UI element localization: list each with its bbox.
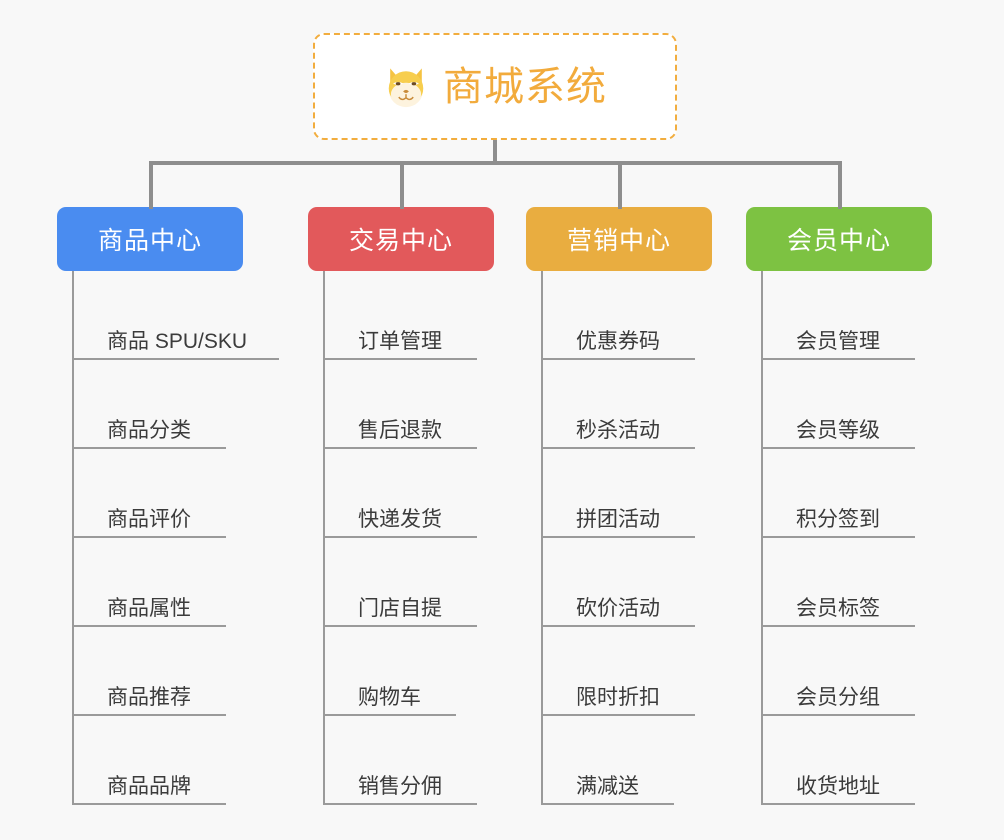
leaf-item-label: 门店自提: [358, 596, 442, 620]
leaf-item[interactable]: 会员标签: [763, 538, 932, 627]
leaf-item[interactable]: 拼团活动: [543, 449, 712, 538]
leaf-item[interactable]: 积分签到: [763, 449, 932, 538]
leaf-item-label: 秒杀活动: [576, 418, 660, 442]
leaf-item-underline: [74, 358, 279, 360]
leaf-item-underline: [543, 625, 695, 627]
leaf-item-underline: [763, 625, 915, 627]
leaf-item-label: 商品分类: [107, 418, 191, 442]
leaf-item-underline: [74, 447, 226, 449]
root-title: 商城系统: [443, 64, 607, 109]
leaf-item-underline: [543, 358, 695, 360]
leaf-item-underline: [543, 803, 674, 805]
leaf-item-label: 会员管理: [796, 329, 880, 353]
leaf-item-underline: [325, 625, 477, 627]
leaf-item-underline: [763, 714, 915, 716]
leaf-item-label: 满减送: [576, 774, 639, 798]
leaf-item[interactable]: 秒杀活动: [543, 360, 712, 449]
leaf-item-underline: [763, 536, 915, 538]
leaf-item-underline: [763, 447, 915, 449]
leaf-item[interactable]: 商品推荐: [74, 627, 243, 716]
leaf-item-label: 优惠券码: [576, 329, 660, 353]
leaf-item-underline: [74, 714, 226, 716]
leaf-item-label: 商品评价: [107, 507, 191, 531]
connector-drop-product-center: [149, 161, 153, 209]
leaf-item[interactable]: 会员分组: [763, 627, 932, 716]
leaf-item[interactable]: 商品分类: [74, 360, 243, 449]
leaf-item-label: 限时折扣: [576, 685, 660, 709]
branch-column-trade-center: 交易中心订单管理售后退款快递发货门店自提购物车销售分佣: [308, 207, 494, 805]
connector-stem: [493, 140, 497, 164]
leaf-item[interactable]: 收货地址: [763, 716, 932, 805]
leaf-item[interactable]: 快递发货: [325, 449, 494, 538]
leaf-item-underline: [325, 803, 477, 805]
leaf-item[interactable]: 商品评价: [74, 449, 243, 538]
leaf-item-label: 会员分组: [796, 685, 880, 709]
leaf-item[interactable]: 商品 SPU/SKU: [74, 271, 279, 360]
leaf-item-underline: [74, 536, 226, 538]
leaf-item-underline: [325, 447, 477, 449]
leaf-list-product-center: 商品 SPU/SKU 商品分类商品评价商品属性商品推荐商品品牌: [72, 271, 279, 805]
root-node[interactable]: 商城系统: [313, 33, 677, 140]
branch-column-product-center: 商品中心商品 SPU/SKU 商品分类商品评价商品属性商品推荐商品品牌: [57, 207, 279, 805]
leaf-item-underline: [763, 358, 915, 360]
branch-column-member-center: 会员中心会员管理会员等级积分签到会员标签会员分组收货地址: [746, 207, 932, 805]
branch-column-marketing-center: 营销中心优惠券码秒杀活动拼团活动砍价活动限时折扣满减送: [526, 207, 712, 805]
leaf-item-underline: [543, 714, 695, 716]
leaf-item[interactable]: 购物车: [325, 627, 494, 716]
leaf-item[interactable]: 会员等级: [763, 360, 932, 449]
leaf-item-label: 售后退款: [358, 418, 442, 442]
leaf-item-label: 商品 SPU/SKU: [107, 329, 248, 353]
branch-header-product-center[interactable]: 商品中心: [57, 207, 243, 271]
leaf-item-underline: [74, 625, 226, 627]
leaf-item-label: 商品品牌: [107, 774, 191, 798]
leaf-item-label: 收货地址: [796, 774, 880, 798]
leaf-item-label: 积分签到: [796, 507, 880, 531]
leaf-item-label: 砍价活动: [576, 596, 660, 620]
connector-drop-member-center: [838, 161, 842, 209]
leaf-item-underline: [543, 447, 695, 449]
leaf-item-label: 快递发货: [358, 507, 442, 531]
leaf-item[interactable]: 商品属性: [74, 538, 243, 627]
connector-bus: [149, 161, 842, 165]
leaf-list-member-center: 会员管理会员等级积分签到会员标签会员分组收货地址: [761, 271, 932, 805]
shiba-dog-icon: [388, 67, 424, 107]
leaf-item[interactable]: 会员管理: [763, 271, 932, 360]
branch-header-member-center[interactable]: 会员中心: [746, 207, 932, 271]
branch-header-marketing-center[interactable]: 营销中心: [526, 207, 712, 271]
leaf-item-label: 会员标签: [796, 596, 880, 620]
leaf-item[interactable]: 满减送: [543, 716, 712, 805]
leaf-item[interactable]: 限时折扣: [543, 627, 712, 716]
leaf-item[interactable]: 优惠券码: [543, 271, 712, 360]
leaf-item-label: 购物车: [358, 685, 421, 709]
leaf-item-label: 订单管理: [358, 329, 442, 353]
leaf-item[interactable]: 砍价活动: [543, 538, 712, 627]
leaf-item-underline: [325, 536, 477, 538]
leaf-item[interactable]: 销售分佣: [325, 716, 494, 805]
leaf-item[interactable]: 订单管理: [325, 271, 494, 360]
leaf-item-underline: [325, 358, 477, 360]
connector-drop-trade-center: [400, 161, 404, 209]
leaf-item-label: 销售分佣: [358, 774, 442, 798]
leaf-item-label: 商品属性: [107, 596, 191, 620]
branch-header-trade-center[interactable]: 交易中心: [308, 207, 494, 271]
leaf-item-underline: [543, 536, 695, 538]
leaf-item[interactable]: 门店自提: [325, 538, 494, 627]
leaf-item-label: 拼团活动: [576, 507, 660, 531]
leaf-list-trade-center: 订单管理售后退款快递发货门店自提购物车销售分佣: [323, 271, 494, 805]
leaf-item-underline: [74, 803, 226, 805]
connector-drop-marketing-center: [618, 161, 622, 209]
leaf-item-underline: [763, 803, 915, 805]
leaf-list-marketing-center: 优惠券码秒杀活动拼团活动砍价活动限时折扣满减送: [541, 271, 712, 805]
leaf-item[interactable]: 商品品牌: [74, 716, 243, 805]
leaf-item[interactable]: 售后退款: [325, 360, 494, 449]
leaf-item-label: 会员等级: [796, 418, 880, 442]
leaf-item-label: 商品推荐: [107, 685, 191, 709]
leaf-item-underline: [325, 714, 456, 716]
